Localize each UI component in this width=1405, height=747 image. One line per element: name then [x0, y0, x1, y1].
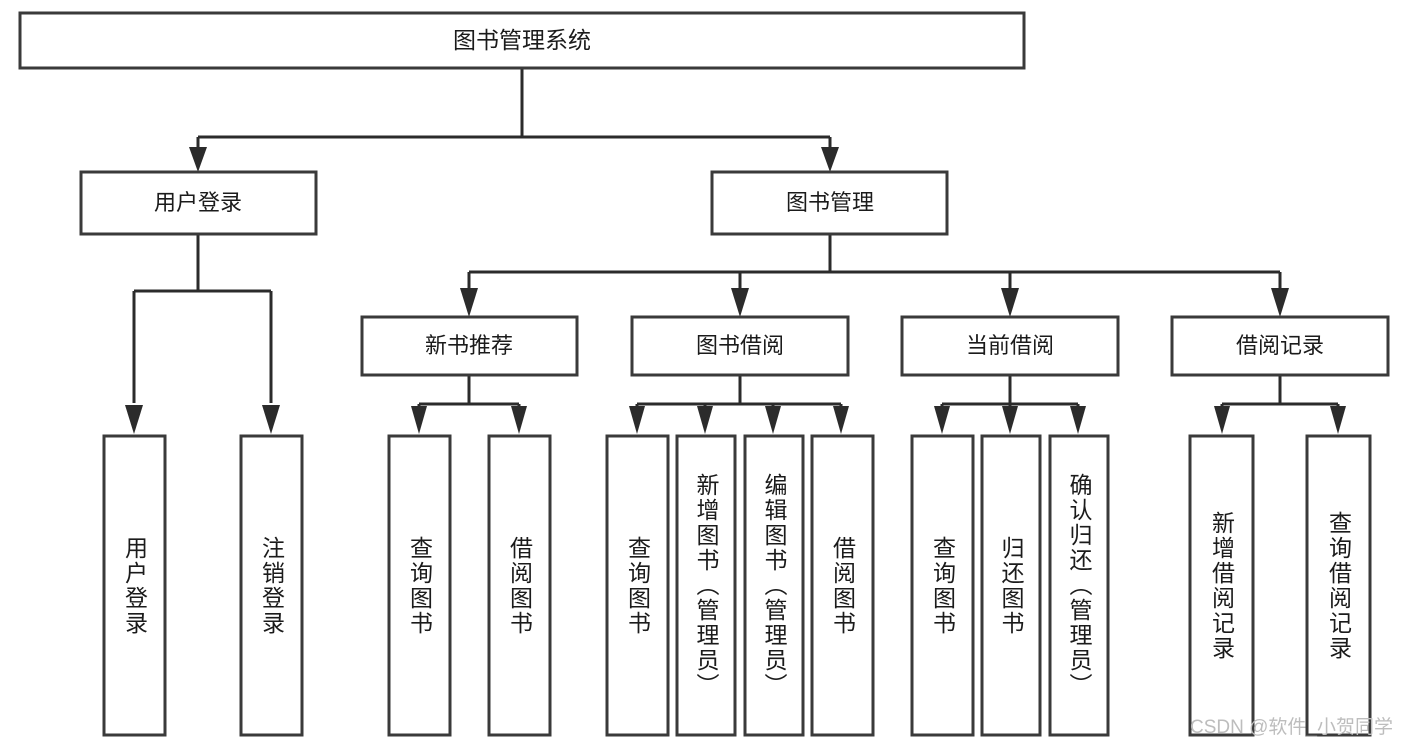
node-book-manage[interactable]: 图书管理 — [710, 170, 949, 236]
node-book-borrow-box[interactable] — [630, 315, 850, 377]
node-leaf-user-login-box[interactable] — [102, 434, 167, 737]
arrowhead-leaf-add-book — [697, 406, 713, 434]
arrowhead-leaf-return-book — [1002, 406, 1018, 434]
connector-group-new-book-rec — [411, 375, 527, 434]
node-book-borrow[interactable]: 图书借阅 — [630, 315, 850, 377]
connector-group-book-borrow — [629, 375, 849, 434]
node-leaf-query-record-box[interactable] — [1305, 434, 1372, 737]
node-root-box[interactable] — [18, 11, 1026, 70]
arrowhead-to-book-manage — [821, 147, 839, 172]
arrowhead-leaf-confirm-return — [1070, 406, 1086, 434]
node-leaf-query-book-2-box[interactable] — [605, 434, 670, 737]
node-user-login-box[interactable] — [79, 170, 318, 236]
node-book-manage-box[interactable] — [710, 170, 949, 236]
node-root[interactable]: 图书管理系统 — [18, 11, 1026, 70]
arrowhead-leaf-user-logout — [262, 405, 280, 434]
arrowhead-leaf-borrow-book-1 — [511, 406, 527, 434]
connector-group-user-login — [125, 234, 280, 434]
arrowhead-leaf-add-record — [1214, 406, 1230, 434]
node-leaf-return-book-box[interactable] — [980, 434, 1042, 737]
node-borrow-record-label: 借阅记录 — [1236, 333, 1324, 358]
connector-group-root — [189, 68, 839, 172]
arrowhead-leaf-edit-book — [765, 406, 781, 434]
node-current-borrow-label: 当前借阅 — [966, 333, 1054, 358]
node-book-borrow-label: 图书借阅 — [696, 333, 784, 358]
connector-group-current-borrow — [934, 375, 1086, 434]
node-leaf-add-record-box[interactable] — [1188, 434, 1255, 737]
node-leaf-edit-book-box[interactable] — [743, 434, 805, 737]
arrowhead-leaf-query-record — [1330, 406, 1346, 434]
arrowhead-to-user-login — [189, 147, 207, 172]
node-current-borrow[interactable]: 当前借阅 — [900, 315, 1120, 377]
arrowhead-to-new-book-rec — [460, 288, 478, 317]
connector-group-book-manage — [460, 234, 1289, 317]
node-leaf-query-book-3-box[interactable] — [910, 434, 975, 737]
node-new-book-rec[interactable]: 新书推荐 — [360, 315, 579, 377]
arrowhead-leaf-user-login — [125, 405, 143, 434]
node-user-login[interactable]: 用户登录 — [79, 170, 318, 236]
node-leaf-user-logout-box[interactable] — [239, 434, 304, 737]
node-leaf-borrow-book-2-box[interactable] — [810, 434, 875, 737]
arrowhead-leaf-query-book-1 — [411, 406, 427, 434]
arrowhead-leaf-borrow-book-2 — [833, 406, 849, 434]
node-leaf-query-book-1-box[interactable] — [387, 434, 452, 737]
node-new-book-rec-box[interactable] — [360, 315, 579, 377]
arrowhead-to-borrow-record — [1271, 288, 1289, 317]
node-user-login-label: 用户登录 — [154, 190, 242, 215]
connector-group-borrow-record — [1214, 375, 1346, 434]
node-leaf-confirm-return-box[interactable] — [1048, 434, 1110, 737]
node-book-manage-label: 图书管理 — [786, 190, 874, 215]
node-leaf-add-book-box[interactable] — [675, 434, 737, 737]
node-borrow-record-box[interactable] — [1170, 315, 1390, 377]
node-current-borrow-box[interactable] — [900, 315, 1120, 377]
node-new-book-rec-label: 新书推荐 — [425, 333, 513, 358]
node-leaf-borrow-book-1-box[interactable] — [487, 434, 552, 737]
watermark-text: CSDN @软件_小贺同学 — [1190, 717, 1393, 738]
node-root-label: 图书管理系统 — [453, 27, 591, 53]
arrowhead-leaf-query-book-2 — [629, 406, 645, 434]
node-borrow-record[interactable]: 借阅记录 — [1170, 315, 1390, 377]
arrowhead-leaf-query-book-3 — [934, 406, 950, 434]
arrowhead-to-book-borrow — [731, 288, 749, 317]
arrowhead-to-current-borrow — [1001, 288, 1019, 317]
